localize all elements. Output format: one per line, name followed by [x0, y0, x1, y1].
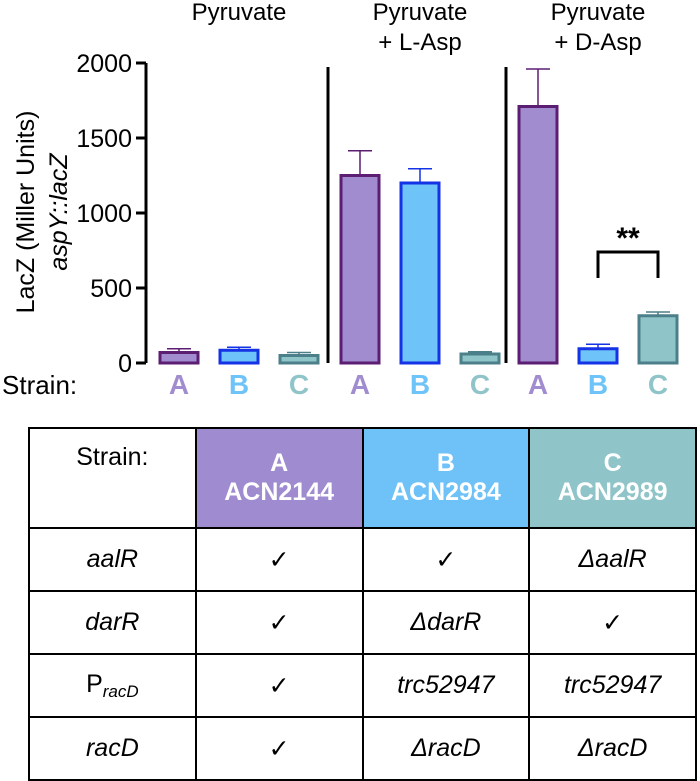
bar	[158, 351, 200, 365]
check-icon: ✓	[361, 527, 531, 592]
genotype-cell: ΔaalR	[528, 527, 697, 592]
strain-tick-label: B	[229, 369, 249, 400]
bar	[459, 352, 501, 365]
group-title: Pyruvate	[551, 0, 646, 26]
table-row-racd: racD ✓ ΔracD ΔracD	[28, 716, 697, 781]
strain-c-id: ACN2989	[557, 478, 668, 506]
genotype-cell: ΔracD	[361, 716, 531, 781]
strain-tick-label: A	[169, 369, 189, 400]
significance-label: **	[616, 222, 640, 255]
gene-cell-promoter: PracD	[28, 653, 197, 718]
check-icon: ✓	[194, 590, 364, 655]
genotype-cell: trc52947	[528, 653, 697, 718]
bar	[637, 314, 679, 365]
group-title: Pyruvate	[373, 0, 468, 26]
bar	[278, 354, 320, 365]
genotype-cell: trc52947	[361, 653, 531, 718]
significance-bracket	[596, 250, 660, 278]
strain-tick-label: B	[588, 369, 608, 400]
check-icon: ✓	[194, 716, 364, 781]
strain-tick-label: A	[528, 369, 548, 400]
check-icon: ✓	[194, 527, 364, 592]
gene-cell: darR	[28, 590, 197, 655]
bar	[517, 105, 559, 365]
check-icon: ✓	[528, 590, 697, 655]
strain-b-id: ACN2984	[390, 478, 501, 506]
strain-tick-label: A	[350, 369, 370, 400]
table-header-strain-a: A ACN2144	[194, 427, 364, 529]
bar	[218, 348, 260, 365]
strain-tick-label: C	[289, 369, 309, 400]
gene-cell: racD	[28, 716, 197, 781]
check-icon: ✓	[194, 653, 364, 718]
strain-tick-label: B	[410, 369, 430, 400]
table-row-pracd: PracD ✓ trc52947 trc52947	[28, 653, 697, 718]
table-row-darr: darR ✓ ΔdarR ✓	[28, 590, 697, 655]
y-axis-label-construct: aspY::lacZ	[45, 153, 73, 271]
table-header-strain-b: B ACN2984	[361, 427, 531, 529]
strain-tick-label: C	[470, 369, 490, 400]
y-tick-label: 1000	[76, 200, 132, 228]
promoter-subscript: racD	[102, 681, 139, 701]
y-axis-label: LacZ (Miller Units)	[12, 111, 40, 314]
strain-a-id: ACN2144	[224, 478, 335, 506]
gene-cell: aalR	[28, 527, 197, 592]
strain-tick-label: C	[648, 369, 668, 400]
y-tick-label: 1500	[76, 125, 132, 153]
bar-chart: LacZ (Miller Units) aspY::lacZ 0 500 1000 1…	[2, 0, 679, 400]
strain-genotype-table: Strain: A ACN2144 B ACN2984 C ACN2989 aa…	[28, 427, 697, 781]
promoter-label: P	[86, 669, 103, 698]
bar	[577, 347, 619, 365]
strain-c-letter: C	[603, 448, 622, 477]
bar	[399, 181, 441, 365]
table-header-strain-c: C ACN2989	[528, 427, 697, 529]
table-row-aalr: aalR ✓ ✓ ΔaalR	[28, 527, 697, 592]
y-tick-label: 500	[90, 275, 132, 303]
bar	[339, 174, 381, 365]
group-title: Pyruvate	[192, 0, 287, 26]
y-tick-label: 0	[118, 350, 132, 378]
y-tick-label: 2000	[76, 50, 132, 78]
group-title: + L-Asp	[378, 29, 461, 56]
genotype-cell: ΔracD	[528, 716, 697, 781]
table-header-row: Strain: A ACN2144 B ACN2984 C ACN2989	[28, 427, 697, 529]
genotype-cell: ΔdarR	[361, 590, 531, 655]
strain-b-letter: B	[436, 448, 455, 477]
group-title: + D-Asp	[554, 29, 641, 56]
table-header-strain: Strain:	[28, 427, 197, 529]
strain-a-letter: A	[270, 448, 289, 477]
strain-axis-label: Strain:	[2, 370, 77, 400]
